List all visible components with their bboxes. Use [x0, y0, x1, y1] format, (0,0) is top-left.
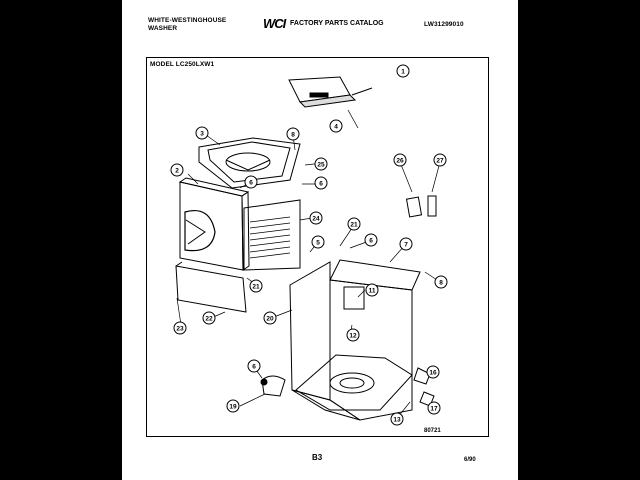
- callout-13: 13: [390, 412, 404, 426]
- svg-text:12: 12: [349, 333, 357, 340]
- svg-text:6: 6: [252, 364, 256, 371]
- svg-text:19: 19: [229, 404, 237, 411]
- svg-text:5: 5: [316, 240, 320, 247]
- brand-line-1: WHITE-WESTINGHOUSE: [148, 17, 227, 24]
- callout-2: 2: [170, 163, 184, 177]
- callout-22: 22: [202, 311, 216, 325]
- callout-11: 11: [365, 283, 379, 297]
- callout-7: 7: [399, 237, 413, 251]
- control-panel-24: [243, 199, 301, 271]
- svg-text:4: 4: [334, 124, 338, 131]
- callout-6a: 6: [244, 175, 258, 189]
- callout-4: 4: [329, 119, 343, 133]
- svg-text:6: 6: [319, 181, 323, 188]
- svg-text:22: 22: [205, 316, 213, 323]
- callout-6b: 6: [314, 176, 328, 190]
- front-panel: [179, 181, 244, 271]
- callout-8a: 8: [286, 127, 300, 141]
- catalog-number: LW31299010: [424, 21, 464, 28]
- svg-text:13: 13: [393, 417, 401, 424]
- cabinet-left-side: [289, 261, 331, 401]
- svg-text:16: 16: [429, 370, 437, 377]
- cabinet-back: [329, 279, 413, 421]
- revision-date: 6/90: [464, 457, 476, 463]
- callout-3: 3: [195, 126, 209, 140]
- toe-panel: [175, 265, 247, 313]
- diagram-code: 80721: [424, 428, 441, 434]
- brand-line-2: WASHER: [148, 25, 178, 32]
- svg-text:6: 6: [249, 180, 253, 187]
- svg-text:3: 3: [200, 131, 204, 138]
- top-cover: [198, 137, 301, 189]
- svg-text:20: 20: [266, 316, 274, 323]
- svg-text:17: 17: [430, 406, 438, 413]
- catalog-title: FACTORY PARTS CATALOG: [290, 20, 384, 27]
- callout-21a: 21: [347, 217, 361, 231]
- hatch-11: [343, 286, 365, 310]
- callout-6c: 6: [364, 233, 378, 247]
- callout-21b: 21: [249, 279, 263, 293]
- bracket-19: [261, 375, 286, 397]
- callout-8b: 8: [434, 275, 448, 289]
- svg-text:11: 11: [369, 288, 376, 295]
- callout-17: 17: [427, 401, 441, 415]
- callout-25: 25: [314, 157, 328, 171]
- svg-text:8: 8: [291, 132, 295, 139]
- model-number: MODEL LC250LXW1: [150, 61, 215, 68]
- callout-24: 24: [309, 211, 323, 225]
- svg-text:27: 27: [436, 158, 444, 165]
- diagram-frame: [146, 57, 489, 437]
- wci-logo: WCI: [263, 16, 286, 31]
- svg-text:1: 1: [401, 69, 405, 76]
- callout-20: 20: [263, 311, 277, 325]
- callout-12: 12: [346, 328, 360, 342]
- callout-1: 1: [396, 64, 410, 78]
- callout-23: 23: [173, 321, 187, 335]
- svg-text:26: 26: [396, 158, 404, 165]
- svg-text:24: 24: [312, 216, 320, 223]
- callout-16: 16: [426, 365, 440, 379]
- svg-text:21: 21: [252, 284, 260, 291]
- svg-text:2: 2: [175, 168, 179, 175]
- svg-text:7: 7: [404, 242, 408, 249]
- svg-text:6: 6: [369, 238, 373, 245]
- callout-6d: 6: [247, 359, 261, 373]
- callout-27: 27: [433, 153, 447, 167]
- svg-text:25: 25: [317, 162, 325, 169]
- callout-26: 26: [393, 153, 407, 167]
- svg-text:8: 8: [439, 280, 443, 287]
- svg-text:23: 23: [176, 326, 184, 333]
- svg-text:21: 21: [350, 222, 358, 229]
- callout-19: 19: [226, 399, 240, 413]
- callout-5: 5: [311, 235, 325, 249]
- page-number: B3: [312, 453, 323, 462]
